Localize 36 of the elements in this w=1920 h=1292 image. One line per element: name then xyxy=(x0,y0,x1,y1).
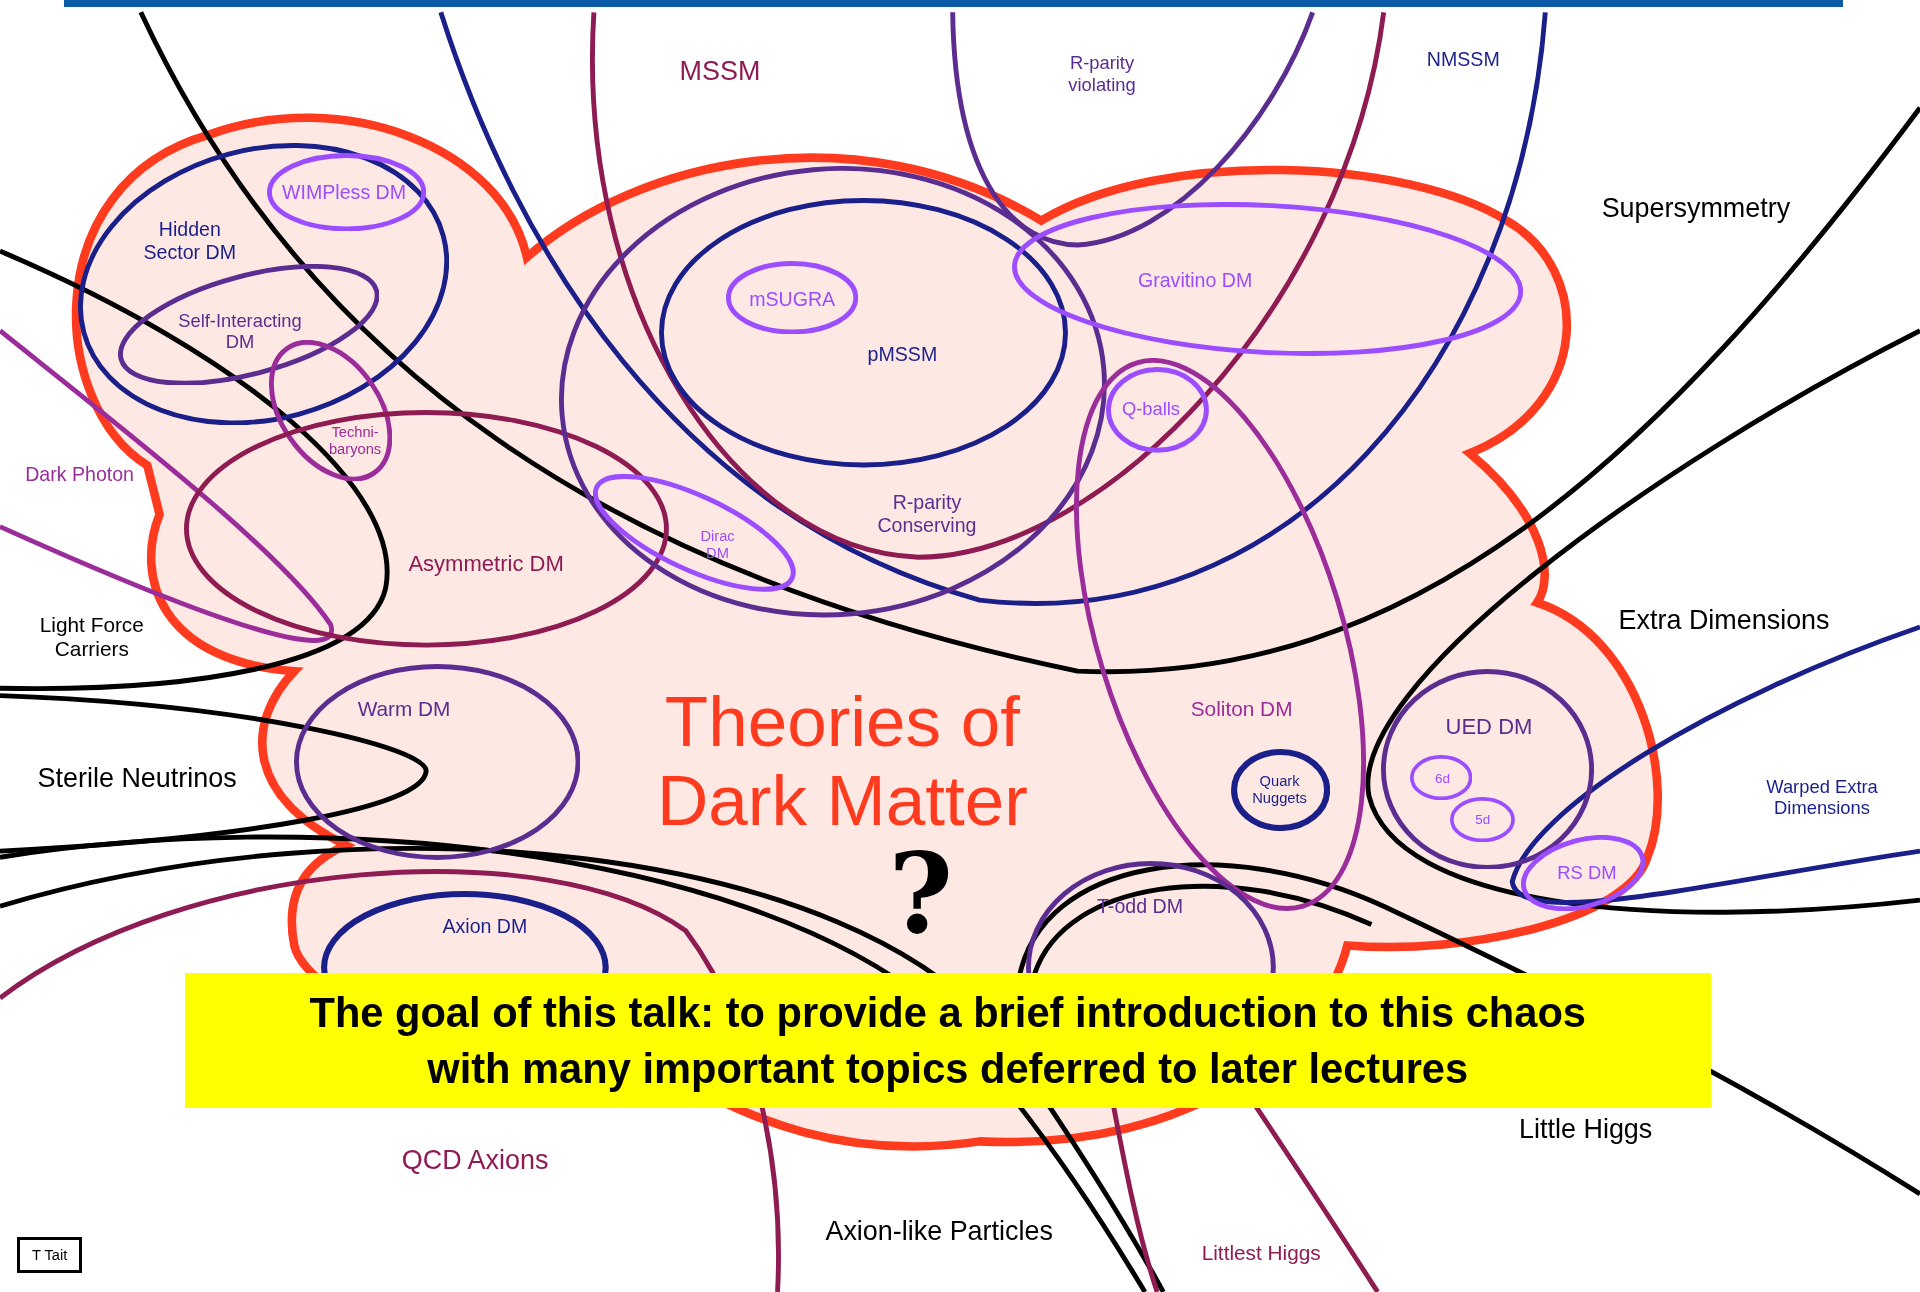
region-label: NMSSM xyxy=(1425,47,1501,71)
ellipse-label: T-odd DM xyxy=(1096,894,1184,918)
region-label: Dark Photon xyxy=(24,462,135,486)
region-label: Supersymmetry xyxy=(1600,192,1792,224)
ellipse-label: Asymmetric DM xyxy=(407,551,565,578)
region-label: Extra Dimensions xyxy=(1617,604,1831,636)
ellipse-label: RS DM xyxy=(1556,862,1618,884)
region-label: Littlest Higgs xyxy=(1200,1240,1322,1265)
region-label: R-parity violating xyxy=(1067,52,1137,95)
ellipse-label: UED DM xyxy=(1444,714,1534,740)
region-label: MSSM xyxy=(678,55,762,87)
ellipse-label: mSUGRA xyxy=(748,287,837,310)
ellipse-label: Self-Interacting DM xyxy=(177,309,303,352)
credit-box xyxy=(17,1236,83,1274)
ellipse-label: 5d xyxy=(1474,812,1492,829)
ellipse-label: Warm DM xyxy=(356,697,452,721)
ellipse-label: R-parity Conserving xyxy=(876,491,978,537)
ellipse-label: Gravitino DM xyxy=(1136,269,1254,292)
region-label: Little Higgs xyxy=(1518,1113,1654,1145)
ellipse-label: Hidden Sector DM xyxy=(142,218,237,264)
banner-text: The goal of this talk: to provide a brief introduction to this chaos with many important topics deferred to later lectures xyxy=(308,987,1587,1094)
ellipse-label: Dirac DM xyxy=(699,528,736,562)
region-label: Sterile Neutrinos xyxy=(36,762,238,794)
ellipse-label: Q-balls xyxy=(1120,398,1182,420)
ellipse-label: pMSSM xyxy=(866,342,939,366)
region-label: Warped Extra Dimensions xyxy=(1765,776,1879,819)
ellipse-label: Soliton DM xyxy=(1189,697,1294,721)
region-label: Axion-like Particles xyxy=(824,1215,1054,1247)
region-label: Light Force Carriers xyxy=(38,612,145,661)
ellipse-label: WIMPless DM xyxy=(281,180,408,204)
ellipse-label: Axion DM xyxy=(441,914,529,937)
ellipse-label: Quark Nuggets xyxy=(1251,772,1308,807)
ellipse-label: Techni-baryons xyxy=(327,423,383,458)
ellipse-label: 6d xyxy=(1433,771,1451,787)
region-label: QCD Axions xyxy=(400,1144,550,1176)
credit-text: T Tait xyxy=(30,1247,69,1264)
